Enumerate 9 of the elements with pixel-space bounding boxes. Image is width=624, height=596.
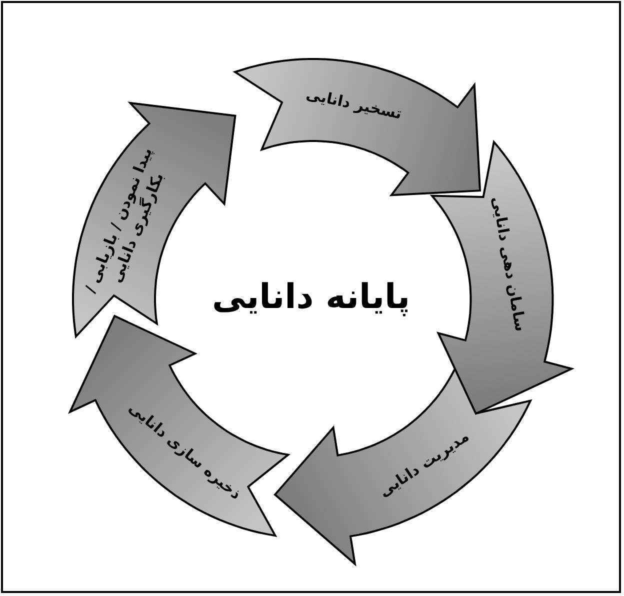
center-title: پایانه دانایی	[212, 277, 410, 317]
arrow-label: تسخیر دانایی	[304, 84, 405, 126]
arrow-label: ذخیره سازی دانایی	[124, 398, 246, 506]
arrow-label: پیدا نمودن / بازیابی / بکارگیری دانایی	[80, 144, 169, 298]
cycle-segment	[70, 316, 288, 536]
cycle-segment	[432, 142, 572, 414]
arrow-label: مدیریت دانایی	[374, 426, 474, 503]
cycle-segment	[234, 59, 480, 196]
arrow-label: سامان دهی دانایی	[487, 194, 531, 336]
